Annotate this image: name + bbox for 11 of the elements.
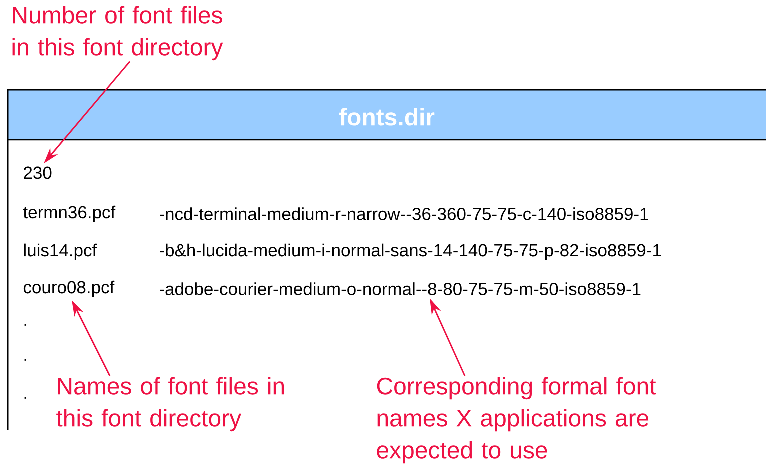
file-count: 230 xyxy=(24,166,52,180)
callout-text: Number of font files in this font directory xyxy=(12,6,224,61)
ellipsis-dot: . xyxy=(24,324,26,326)
font-name: -b&h-lucida-medium-i-normal-sans-14-140-75-75-p-82-iso8859-1 xyxy=(160,244,662,260)
file-name: luis14.pcf xyxy=(24,244,98,260)
ellipsis-dot: . xyxy=(24,359,26,361)
font-name: -ncd-terminal-medium-r-narrow--36-360-75-75-c-140-iso8859-1 xyxy=(160,208,648,220)
file-name: couro08.pcf xyxy=(24,280,115,298)
ellipsis-dot: . xyxy=(24,397,26,399)
font-name: -adobe-courier-medium-o-normal--8-80-75-75-m-50-iso8859-1 xyxy=(160,282,641,296)
file-name: termn36.pcf xyxy=(23,206,116,222)
